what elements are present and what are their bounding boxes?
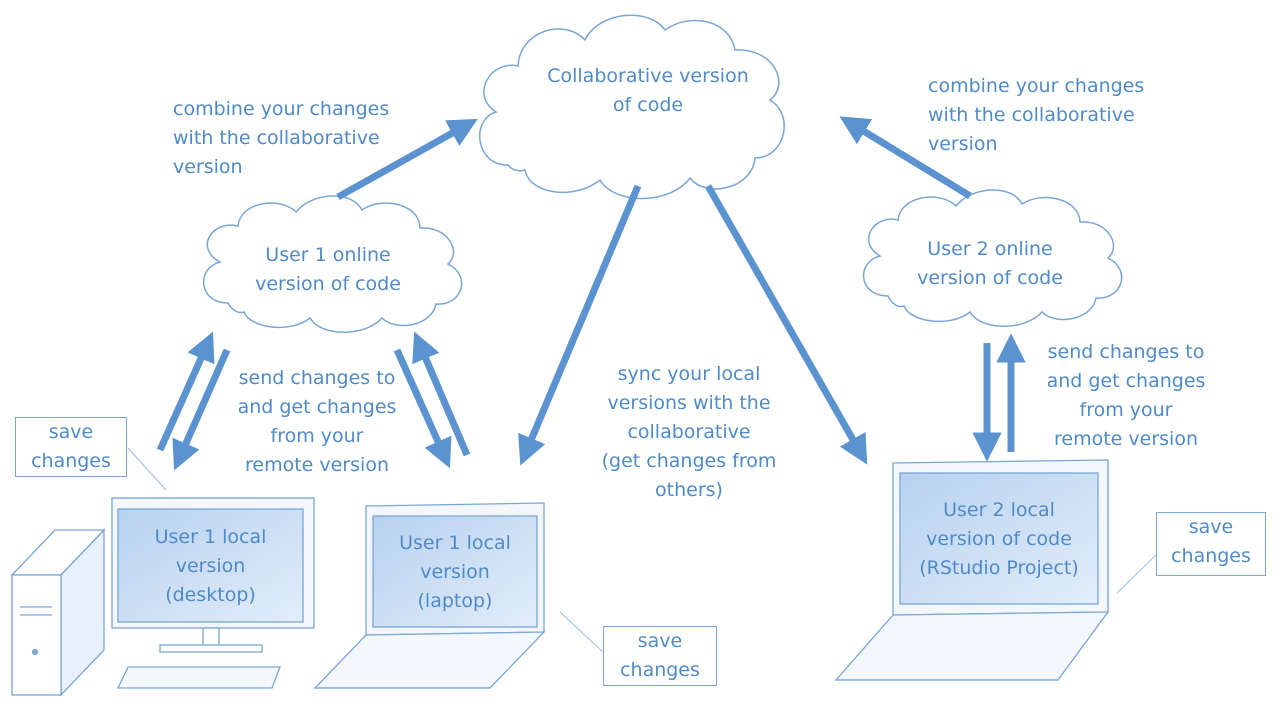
label-send-left: send changes to and get changes from you… — [237, 367, 397, 476]
arrow-desktop-up — [156, 331, 215, 452]
cloud-icon — [479, 14, 785, 200]
screen-label-laptop2: User 2 local version of code (RStudio Pr… — [919, 499, 1079, 579]
arrow-user2-to-collab — [839, 116, 972, 199]
screen-label-laptop1: User 1 local version (laptop) — [399, 532, 511, 612]
arrow-user1-to-collab — [336, 118, 478, 201]
arrow-desktop-down — [172, 348, 231, 471]
cloud-icon — [863, 189, 1123, 327]
arrow-collab-to-laptop1 — [518, 184, 642, 466]
cloud-label-user1-online: User 1 online version of code — [255, 244, 401, 295]
cloud-label-user2-online: User 2 online version of code — [917, 238, 1063, 289]
arrow-laptop1-down — [393, 348, 452, 469]
screen-label-desktop: User 1 local version (desktop) — [154, 526, 267, 606]
arrow-icon — [156, 116, 1026, 471]
label-send-right: send changes to and get changes from you… — [1046, 341, 1206, 450]
save-changes-box-laptop2: save changes — [1156, 512, 1266, 576]
cloud-label-collaborative: Collaborative version of code — [547, 65, 749, 116]
laptop-icon — [313, 502, 546, 689]
save-changes-box-desktop: save changes — [15, 417, 127, 477]
label-combine-right: combine your changes with the collaborat… — [928, 75, 1145, 155]
cloud-icon — [203, 195, 463, 333]
label-sync: sync your local versions with the collab… — [601, 363, 777, 501]
laptop-icon — [834, 459, 1110, 681]
callout-lines — [127, 447, 1157, 653]
label-combine-left: combine your changes with the collaborat… — [173, 98, 390, 178]
arrow-collab-to-laptop2 — [704, 184, 868, 465]
save-changes-box-laptop1: save changes — [603, 626, 717, 686]
arrow-laptop1-up — [412, 331, 471, 457]
desktop-computer-icon — [10, 497, 315, 697]
